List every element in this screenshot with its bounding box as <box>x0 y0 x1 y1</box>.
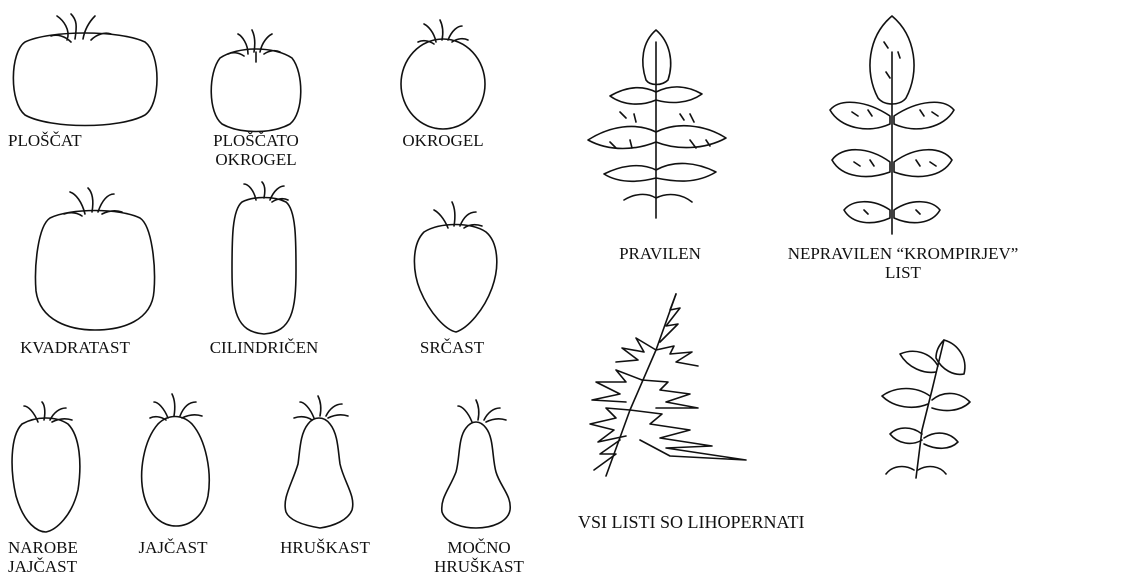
nepravilen-label: NEPRAVILEN “KROMPIRJEV”LIST <box>768 244 1038 282</box>
kvadratast-label: KVADRATAST <box>0 338 150 357</box>
srcast-label: SRČAST <box>397 338 507 357</box>
kvadratast-fruit-drawing <box>30 186 160 332</box>
ploscat-fruit-drawing <box>5 12 165 127</box>
nepravilen-leaf-drawing <box>828 12 958 237</box>
narobe-jajcast-fruit-drawing <box>8 400 84 536</box>
pravilen-label: PRAVILEN <box>600 244 720 263</box>
okrogel-fruit-drawing <box>398 18 488 133</box>
jajcast-label: JAJČAST <box>118 538 228 557</box>
deljeni-list-drawing <box>586 290 762 480</box>
ploscat-label: PLOŠČAT <box>8 131 82 150</box>
pravilen-leaf-drawing <box>580 22 750 222</box>
okrogel-label: OKROGEL <box>383 131 503 150</box>
cilindricen-label: CILINDRIČEN <box>194 338 334 357</box>
enostavni-list-drawing <box>874 330 974 480</box>
hruskast-fruit-drawing <box>278 394 360 532</box>
cilindricen-fruit-drawing <box>228 180 300 338</box>
hruskast-label: HRUŠKAST <box>270 538 380 557</box>
srcast-fruit-drawing <box>410 198 500 336</box>
leaf-note: VSI LISTI SO LIHOPERNATI <box>578 512 805 533</box>
jajcast-fruit-drawing <box>136 392 214 530</box>
mocno-hruskast-fruit-drawing <box>436 398 516 530</box>
ploscato-okrogel-fruit-drawing <box>206 28 306 133</box>
